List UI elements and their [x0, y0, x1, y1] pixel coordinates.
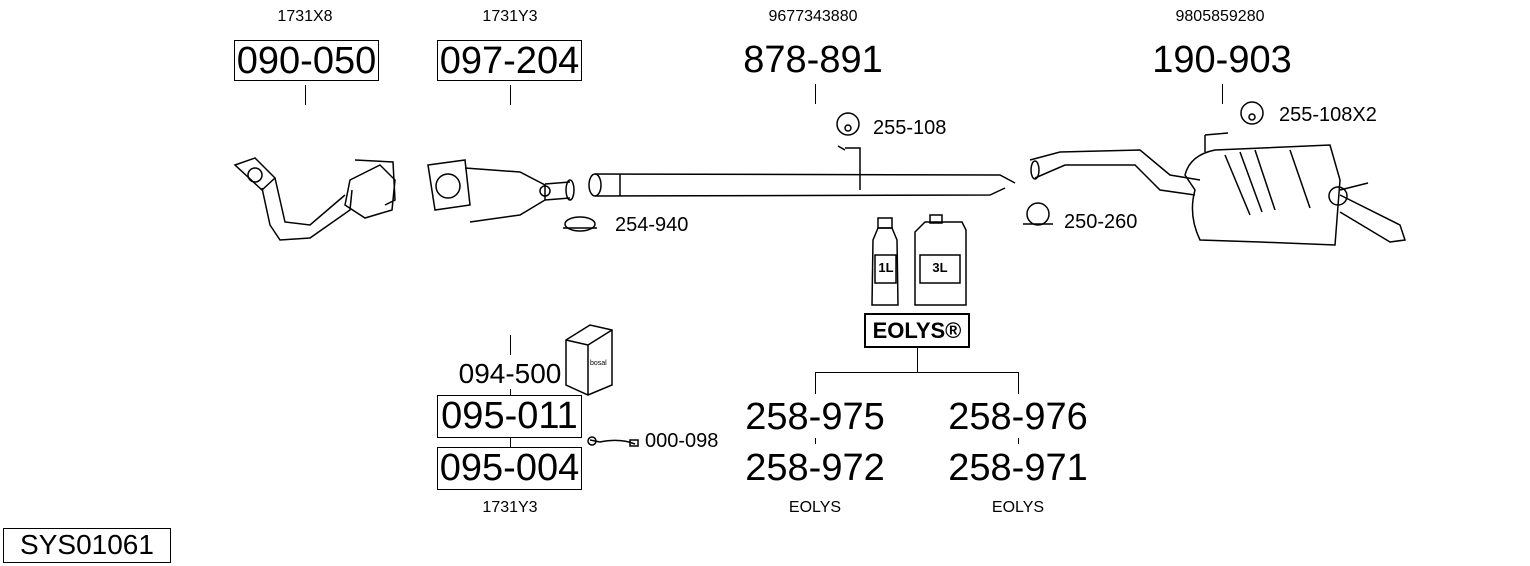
rear-silencer-190-903: [1029, 132, 1406, 246]
part-number-878-891[interactable]: 878-891: [743, 39, 883, 81]
lambda-sensor-icon: [587, 436, 639, 447]
part-box-090-050[interactable]: 090-050: [234, 40, 379, 81]
part-number-258-975[interactable]: 258-975: [745, 396, 885, 438]
leader-line: [305, 85, 307, 105]
tree-line: [815, 372, 1019, 374]
catalytic-converter-090-050: [233, 157, 396, 241]
ref-label: 1731X8: [277, 8, 333, 25]
bottle-1l-icon: [871, 217, 899, 306]
leader-line: [510, 389, 512, 395]
tree-line: [1018, 438, 1020, 444]
part-number-190-903[interactable]: 190-903: [1152, 39, 1292, 81]
kit-box-icon: [565, 324, 613, 396]
eolys-label: EOLYS: [788, 499, 842, 516]
part-box-097-204[interactable]: 097-204: [437, 40, 582, 81]
part-number-094-500[interactable]: 094-500: [458, 358, 562, 389]
tree-line: [917, 348, 919, 373]
leader-line: [1222, 84, 1224, 104]
eolys-label: EOLYS: [991, 499, 1045, 516]
canister-3l-icon: [914, 214, 967, 306]
accessory-255-108[interactable]: 255-108: [873, 117, 947, 139]
tree-line: [815, 438, 817, 444]
part-number-258-976[interactable]: 258-976: [948, 396, 1088, 438]
tree-line: [815, 372, 817, 394]
leader-line: [510, 438, 512, 447]
bottle-large-label: 3L: [932, 260, 948, 275]
part-box-095-011[interactable]: 095-011: [437, 395, 582, 438]
leader-line: [815, 84, 817, 104]
accessory-255-108x2[interactable]: 255-108X2: [1279, 104, 1377, 126]
tree-line: [1018, 372, 1020, 394]
leader-line: [510, 335, 512, 355]
part-number-258-972[interactable]: 258-972: [745, 447, 885, 489]
ref-label: 1731Y3: [482, 8, 538, 25]
catalytic-converter-097-204: [427, 159, 575, 223]
clamp-icon-2: [1023, 202, 1053, 226]
clamp-icon: [563, 216, 597, 232]
part-box-095-004[interactable]: 095-004: [437, 447, 582, 490]
leader-line: [510, 85, 512, 105]
ref-label: 9805859280: [1175, 8, 1265, 25]
svg-text:bosal: bosal: [590, 360, 607, 367]
ref-label: 9677343880: [768, 8, 858, 25]
accessory-000-098[interactable]: 000-098: [645, 430, 719, 452]
mounting-rubber-icon: [836, 112, 860, 136]
ref-label: 1731Y3: [482, 499, 538, 516]
mounting-rubber-icon-2: [1240, 101, 1264, 125]
middle-pipe-878-891: [588, 145, 1016, 197]
accessory-250-260[interactable]: 250-260: [1064, 211, 1138, 233]
eolys-brand-box: EOLYS®: [864, 313, 970, 348]
system-id: SYS01061: [3, 528, 171, 563]
bottle-small-label: 1L: [878, 260, 894, 275]
part-number-258-971[interactable]: 258-971: [948, 447, 1088, 489]
accessory-254-940[interactable]: 254-940: [615, 214, 689, 236]
